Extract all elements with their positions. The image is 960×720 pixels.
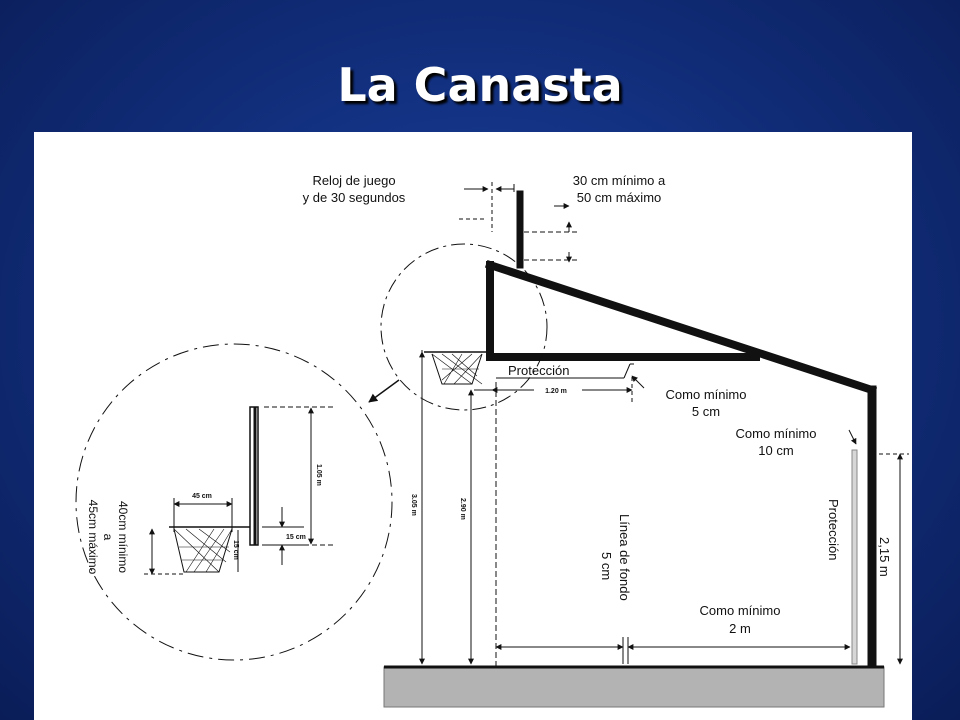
label-2-90: 2.90 m — [459, 498, 466, 520]
zoom-arrow — [368, 379, 400, 403]
label-offset-line1: 30 cm mínimo a — [573, 173, 666, 188]
label-clock-line1: Reloj de juego — [312, 173, 395, 188]
top-dimensions — [459, 182, 579, 263]
label-protection-top: Protección — [508, 363, 569, 378]
label-min-2m-line1: Como mínimo — [700, 603, 781, 618]
label-clock-line2: y de 30 segundos — [303, 190, 406, 205]
arm-protection — [495, 363, 634, 667]
label-protection-side: Protección — [826, 499, 841, 560]
label-net-height-line1: 40cm mínimo — [116, 501, 130, 573]
basket-diagram-svg: Reloj de juego y de 30 segundos 30 cm mí… — [75, 173, 909, 708]
height-dimensions — [419, 350, 909, 665]
label-1-20: 1.20 m — [545, 388, 567, 395]
label-offset-line2: 50 cm máximo — [577, 190, 662, 205]
label-detail-15cm-a: 15 cm — [286, 534, 306, 541]
label-min-10cm-line1: Como mínimo — [736, 426, 817, 441]
label-net-height-line3: 45cm máximo — [86, 500, 100, 575]
main-basket — [424, 351, 490, 385]
basket-diagram: Reloj de juego y de 30 segundos 30 cm mí… — [34, 132, 912, 720]
label-min-10cm-line2: 10 cm — [758, 443, 793, 458]
label-min-5cm-line1: Como mínimo — [666, 387, 747, 402]
support-structure — [484, 190, 878, 669]
slide-title: La Canasta — [337, 58, 623, 112]
floor — [383, 666, 885, 708]
label-detail-45cm: 45 cm — [192, 493, 212, 500]
baseline-marker — [622, 637, 629, 664]
detail-basket — [144, 406, 334, 575]
label-detail-15cm-b: 15 cm — [232, 540, 239, 560]
label-detail-1-05: 1.05 m — [315, 464, 322, 486]
zoom-origin-circle — [380, 243, 548, 411]
label-min-5cm-line2: 5 cm — [692, 404, 720, 419]
label-baseline-line1: Línea de fondo — [617, 514, 632, 601]
dim-1-20 — [474, 377, 633, 402]
label-2-15: 2,15 m — [877, 537, 892, 577]
detail-circle — [75, 343, 393, 661]
label-3-05: 3.05 m — [410, 494, 417, 516]
label-baseline-line2: 5 cm — [599, 552, 614, 580]
pointer-lines — [631, 375, 857, 445]
label-net-height-line2: a — [101, 534, 115, 541]
side-protection-pad — [851, 449, 858, 665]
label-min-2m-line2: 2 m — [729, 621, 751, 636]
